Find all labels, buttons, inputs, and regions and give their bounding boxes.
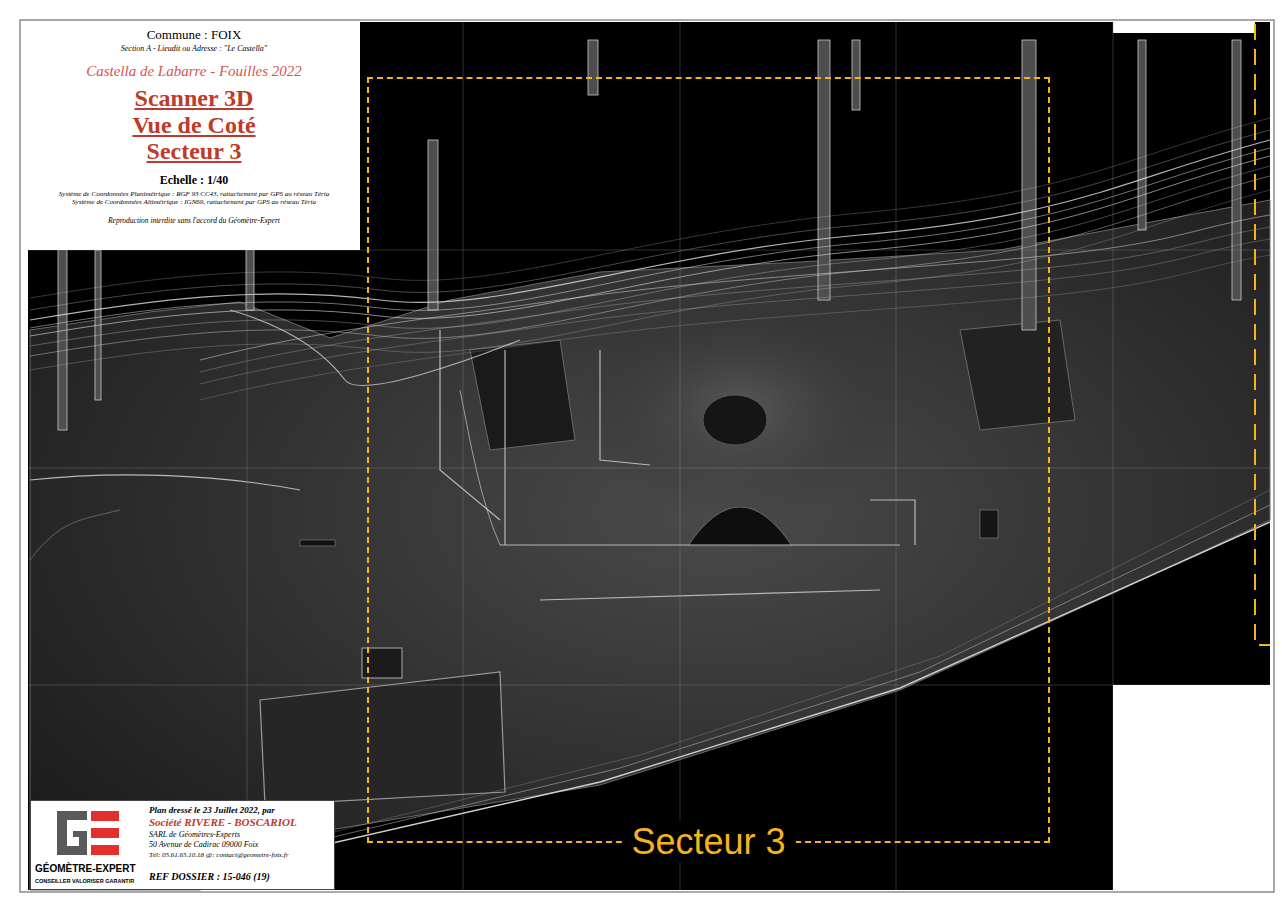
cut-slab (260, 672, 505, 805)
company-contact: Tél: 05.61.65.10.18 @: contact@geometre-… (149, 851, 288, 859)
scan-wisp (230, 310, 520, 385)
company-logo (53, 807, 123, 859)
site-address: Section A - Lieudit ou Adresse : "Le Cas… (121, 44, 267, 54)
step-edge (500, 544, 900, 545)
step-edge (600, 350, 650, 465)
logo-slogan: CONSEILLER VALORISER GARANTIR (35, 878, 134, 885)
step-edges (30, 330, 915, 600)
cut-socket (300, 540, 335, 546)
file-reference: REF DOSSIER : 15-046 (19) (149, 871, 270, 883)
step-edge (30, 475, 300, 490)
blank-patch (1113, 685, 1270, 890)
scan-wisp (200, 215, 1270, 360)
scan-wisp (30, 130, 1270, 310)
coordinate-note: Système de Coordonnées Planimétrique : R… (59, 190, 329, 198)
scan-wisp (30, 510, 120, 560)
scale-note: Echelle : 1/40 (160, 173, 229, 187)
title-block: Commune : FOIXSection A - Lieudit ou Adr… (28, 22, 360, 250)
coordinate-note: Système de Coordonnées Altimétrique : IG… (72, 198, 316, 206)
tree-trunk (1022, 40, 1036, 330)
tree-trunk (428, 140, 438, 310)
tree-trunk (1138, 40, 1146, 230)
grid-line (680, 22, 681, 890)
sheet-grid (28, 22, 1270, 890)
tree-trunk (588, 40, 598, 95)
author-block: GÉOMÈTRE-EXPERT CONSEILLER VALORISER GARA… (30, 800, 335, 890)
rock-mass (30, 200, 1270, 890)
sector-label: Secteur 3 (621, 819, 795, 862)
logo-wordmark: GÉOMÈTRE-EXPERT (35, 863, 136, 875)
step-edge (504, 350, 505, 545)
dome-surface (580, 300, 900, 520)
step-edge (540, 590, 880, 600)
grid-line (28, 468, 1270, 469)
grid-line (896, 22, 897, 890)
scan-wisp (30, 190, 1270, 370)
company-address: 50 Avenue de Cadirac 09000 Foix (149, 840, 258, 850)
blank-patch (1113, 22, 1255, 33)
sheet-title: Scanner 3D (135, 85, 254, 111)
sheet-frame (20, 20, 1274, 892)
scan-wisp (200, 255, 1270, 400)
logo-bar (91, 811, 119, 821)
vegetation-band (30, 118, 1270, 560)
project-name: Castella de Labarre - Fouilles 2022 (86, 62, 302, 80)
sheet-title: Vue de Coté (132, 112, 255, 138)
rock-recess (470, 340, 575, 450)
cut-socket (980, 510, 998, 538)
next-sector-frame (1255, 24, 1270, 645)
scan-wisp (200, 239, 1270, 384)
sector-frame: Secteur 3 (367, 77, 1050, 843)
company-type: SARL de Géomètres-Experts (149, 830, 240, 840)
arch-opening (688, 507, 792, 546)
company-name: Société RIVERE - BOSCARIOL (149, 816, 297, 829)
logo-bar (91, 845, 119, 855)
scan-wisp (460, 390, 500, 545)
logo-g (57, 811, 87, 855)
scan-wisp (30, 166, 1270, 346)
grid-line (463, 22, 464, 890)
scan-wisp (200, 227, 1270, 372)
sheet-title: Secteur 3 (147, 138, 242, 164)
tree-trunk (818, 40, 830, 300)
plan-date: Plan dressé le 23 Juillet 2022, par (149, 805, 275, 816)
logo-bar (91, 828, 119, 838)
grid-line (28, 685, 1270, 686)
scan-ground (28, 22, 1270, 890)
copyright-note: Reproduction interdite sans l'accord du … (108, 216, 280, 225)
commune-name: Commune : FOIX (147, 27, 242, 43)
rock-recess (960, 320, 1075, 430)
tree-trunk (852, 40, 860, 110)
step-edge (870, 500, 915, 545)
dark-hollow (703, 395, 767, 445)
